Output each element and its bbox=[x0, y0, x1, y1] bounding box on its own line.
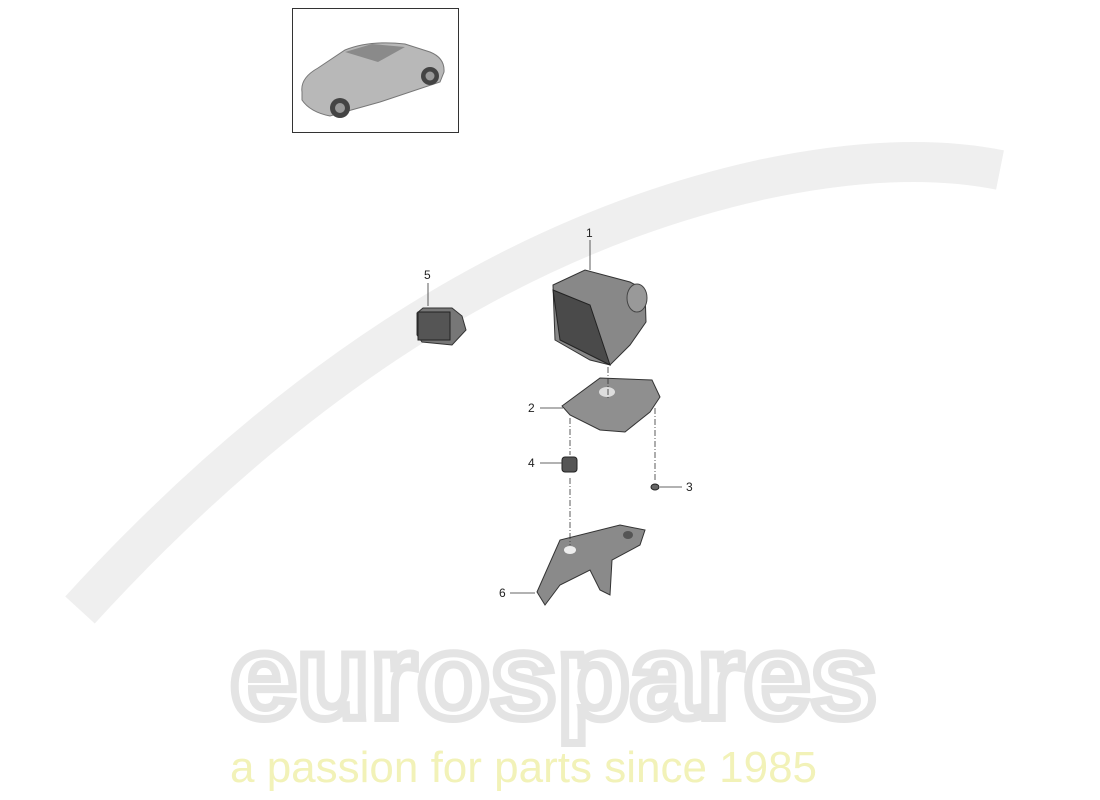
watermark-swoosh bbox=[65, 142, 1004, 624]
vehicle-thumbnail[interactable] bbox=[292, 8, 459, 133]
callout-5[interactable]: 5 bbox=[424, 268, 431, 282]
callout-1[interactable]: 1 bbox=[586, 226, 593, 240]
leader-lines bbox=[427, 240, 682, 594]
car-overview-icon bbox=[301, 42, 445, 118]
callout-3[interactable]: 3 bbox=[686, 480, 693, 494]
callout-2[interactable]: 2 bbox=[528, 401, 535, 415]
part-3-screw[interactable] bbox=[650, 483, 660, 491]
callout-4[interactable]: 4 bbox=[528, 456, 535, 470]
part-6-mounting-bracket[interactable] bbox=[536, 524, 646, 606]
assembly-lines bbox=[569, 367, 656, 545]
watermark-brand: eurospares bbox=[230, 610, 877, 744]
watermark: eurospares a passion for parts since 198… bbox=[65, 142, 1004, 792]
part-5-control-unit[interactable] bbox=[416, 307, 467, 346]
part-1-hydraulic-unit[interactable] bbox=[552, 269, 648, 366]
part-2-bracket[interactable] bbox=[561, 377, 661, 433]
callout-6[interactable]: 6 bbox=[499, 586, 506, 600]
watermark-tagline: a passion for parts since 1985 bbox=[230, 743, 817, 792]
part-4-rubber-mount[interactable] bbox=[561, 456, 578, 473]
